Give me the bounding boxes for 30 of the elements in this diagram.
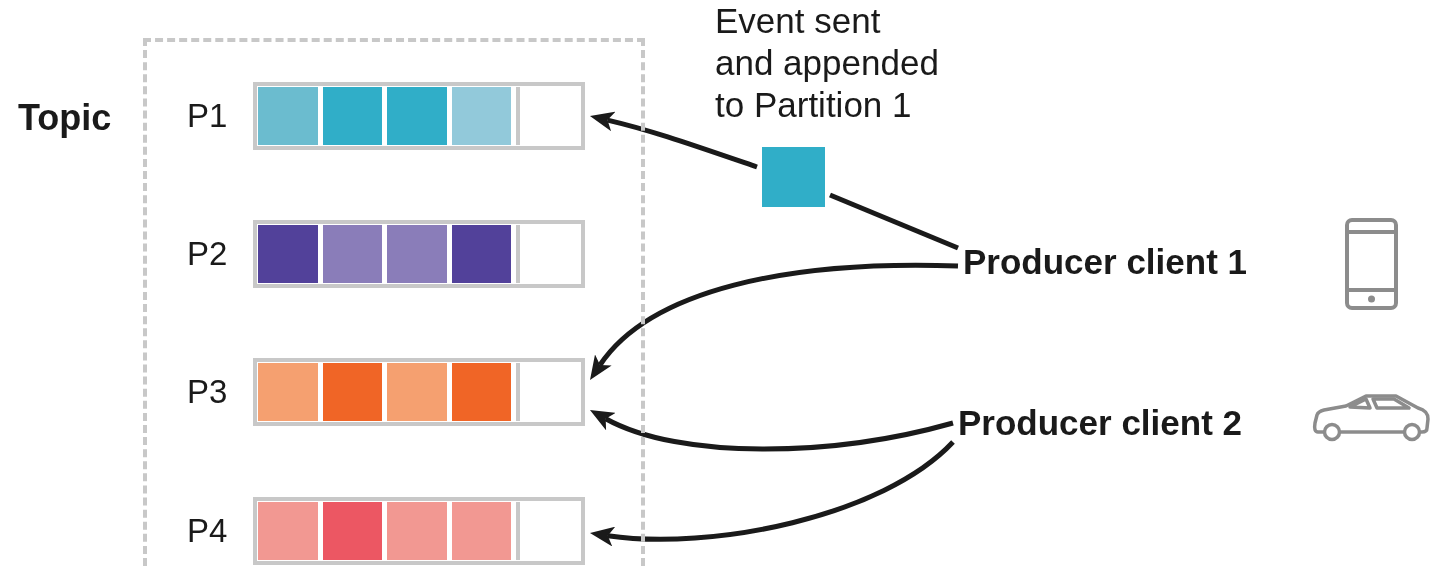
event-cell [387,87,447,145]
event-cell [258,502,318,560]
arrow [588,262,959,380]
partition-label: P4 [187,511,228,551]
event-cell [451,87,512,145]
event-cell [387,502,447,560]
partition-label: P2 [187,234,228,274]
event-cell [387,363,447,421]
connector-line [829,192,959,251]
event-cell [762,147,825,207]
event-cell [322,363,383,421]
event-cell [387,225,447,283]
event-cell [258,363,318,421]
partition-label: P3 [187,372,228,412]
partition-label: P1 [187,96,228,136]
event-cell [451,363,512,421]
group-title: Topic [18,96,112,140]
event-cell [451,225,512,283]
producer-label: Producer client 1 [963,241,1247,283]
event-cell [322,502,383,560]
node-caption: Event sent and appended to Partition 1 [715,0,940,126]
event-cell [322,225,383,283]
event-cell [258,87,318,145]
event-cell [258,225,318,283]
event-cell [451,502,512,560]
event-cell [322,87,383,145]
arrow [589,411,954,452]
producer-label: Producer client 2 [958,402,1242,444]
arrow [590,111,758,170]
arrow [589,440,955,547]
